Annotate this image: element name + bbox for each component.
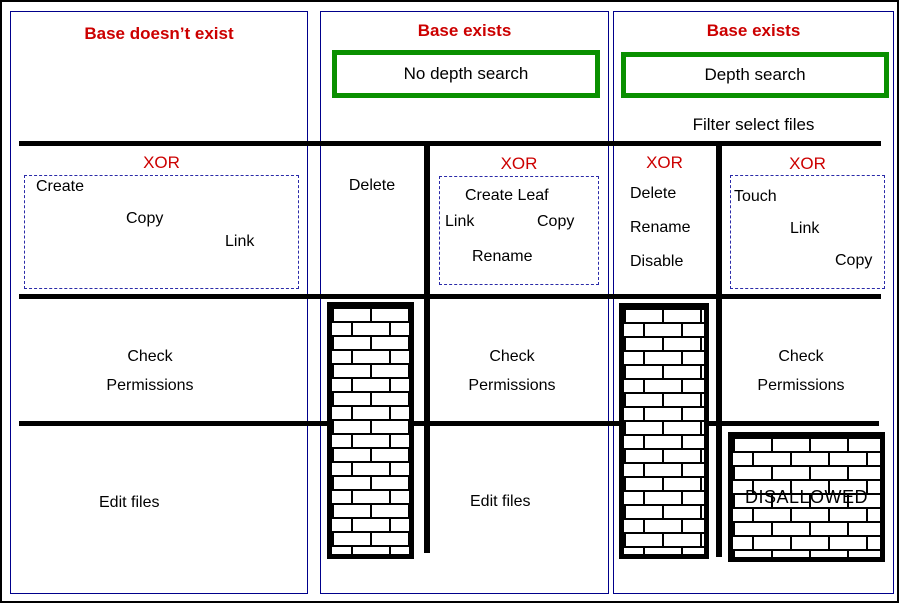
check-line: Check: [127, 348, 173, 365]
column2-action-delete: Delete: [348, 177, 396, 194]
depth-search-box: Depth search: [621, 52, 889, 98]
column2-xor-label: XOR: [500, 154, 538, 173]
check-line: Check: [778, 348, 824, 365]
filter-select-files-label: Filter select files: [692, 115, 815, 134]
no-depth-search-label: No depth search: [403, 64, 529, 83]
column1-check-permissions: Check Permissions: [10, 342, 290, 400]
column2-title: Base exists: [417, 21, 512, 40]
action-create: Create: [36, 178, 85, 195]
column2-xor-group-box: [439, 176, 599, 285]
action-link: Link: [790, 220, 820, 237]
permissions-line: Permissions: [468, 377, 556, 394]
brick-wall-disallowed: DISALLOWED: [728, 432, 885, 562]
action-copy: Copy: [126, 210, 164, 227]
column2-check-permissions: Check Permissions: [427, 342, 597, 400]
action-create-leaf: Create Leaf: [465, 187, 549, 204]
column1-title: Base doesn’t exist: [84, 24, 234, 43]
depth-search-label: Depth search: [704, 65, 806, 84]
action-copy: Copy: [835, 252, 873, 269]
action-touch: Touch: [734, 188, 777, 205]
action-copy: Copy: [537, 213, 575, 230]
action-link: Link: [225, 233, 255, 250]
divider-vertical-column3: [716, 146, 722, 557]
column3-right-xor-label: XOR: [789, 154, 826, 173]
column-frame-no-depth-search: [320, 11, 609, 594]
column3-xor-group-box: [730, 175, 885, 289]
column3-check-permissions: Check Permissions: [716, 342, 886, 400]
action-link: Link: [445, 213, 475, 230]
column3-title: Base exists: [706, 21, 801, 40]
brick-wall-blocked-column3: [619, 303, 709, 559]
column-frame-base-not-exist: [10, 11, 308, 594]
column1-xor-label: XOR: [143, 153, 180, 172]
no-depth-search-box: No depth search: [332, 50, 600, 98]
action-delete: Delete: [630, 185, 677, 202]
permissions-line: Permissions: [757, 377, 845, 394]
column1-xor-group-box: [24, 175, 299, 289]
check-line: Check: [489, 348, 535, 365]
action-disable: Disable: [630, 253, 684, 270]
disallowed-label: DISALLOWED: [744, 486, 869, 507]
column3-left-xor-label: XOR: [646, 153, 683, 172]
column-frame-depth-search: [613, 11, 894, 594]
permissions-line: Permissions: [106, 377, 194, 394]
brick-wall-blocked-column2: [327, 302, 414, 559]
action-rename: Rename: [472, 248, 533, 265]
column1-edit-files: Edit files: [99, 494, 160, 511]
divider-middle-horizontal: [19, 294, 881, 299]
column2-edit-files: Edit files: [470, 493, 531, 510]
divider-bottom-horizontal: [19, 421, 879, 426]
action-rename: Rename: [630, 219, 691, 236]
divider-vertical-column2: [424, 146, 430, 553]
divider-top-horizontal: [19, 141, 881, 146]
